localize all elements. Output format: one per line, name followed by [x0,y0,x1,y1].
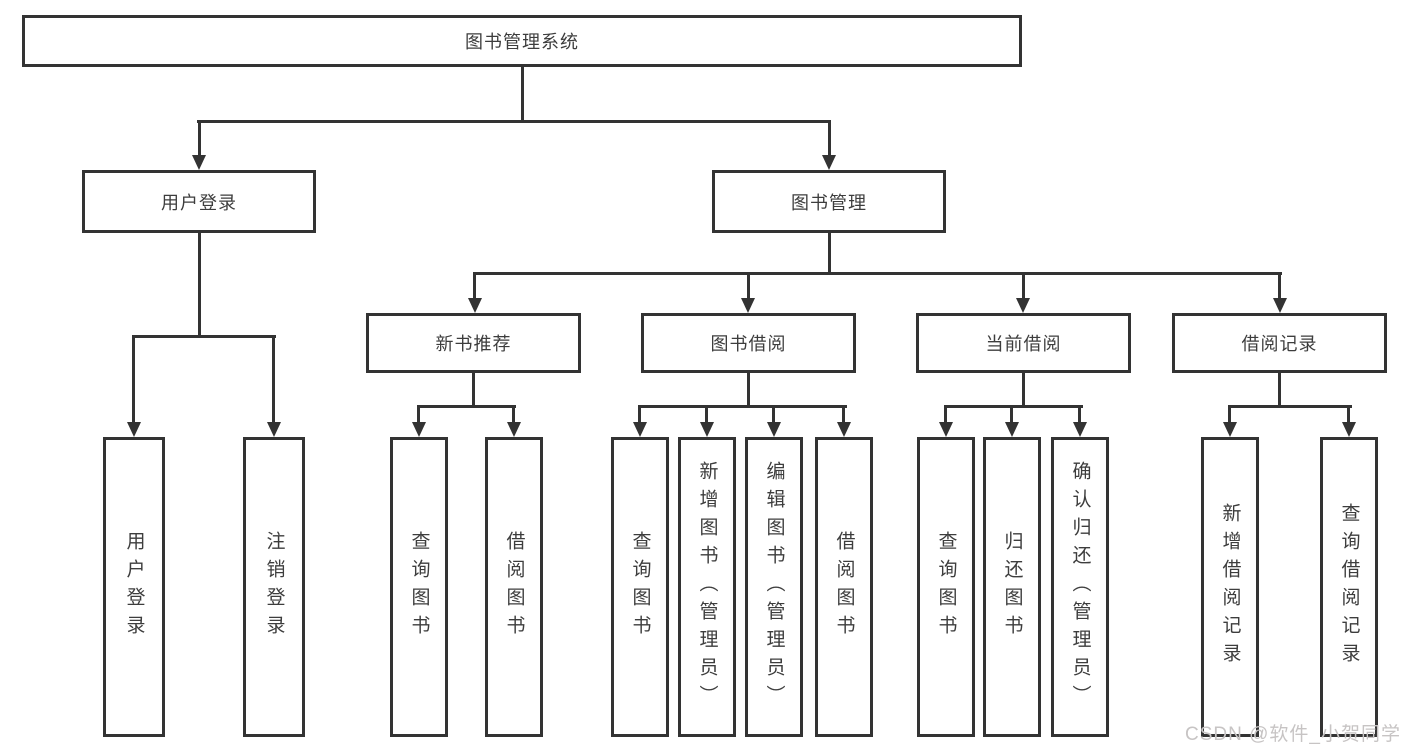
leaf-user-login: 用户登录 [103,437,165,737]
leaf-query-books-borrowing: 查询图书 [611,437,669,737]
node-user-login-label: 用户登录 [161,192,237,213]
leaf-query-books-current-label: 查询图书 [935,531,957,643]
connector-drop [1022,272,1025,302]
arrowhead-down-icon [267,422,281,437]
connector-bar [638,405,847,408]
arrowhead-down-icon [939,422,953,437]
arrowhead-down-icon [127,422,141,437]
arrowhead-down-icon [1223,422,1237,437]
leaf-user-login-label: 用户登录 [123,531,145,643]
arrowhead-down-icon [412,422,426,437]
connector-drop [747,272,750,302]
connector-bar [197,120,831,123]
leaf-return-books-label: 归还图书 [1001,531,1023,643]
connector-drop [272,335,275,423]
connector-stub [521,67,524,120]
connector-drop [1278,272,1281,302]
leaf-logout: 注销登录 [243,437,305,737]
leaf-edit-book-admin: 编辑图书（管理员） [745,437,803,737]
leaf-borrow-books-recommend: 借阅图书 [485,437,543,737]
connector-bar [1228,405,1352,408]
arrowhead-down-icon [1073,422,1087,437]
connector-drop [828,120,831,156]
node-book-management: 图书管理 [712,170,946,233]
connector-bar [944,405,1083,408]
node-new-book-recommendation: 新书推荐 [366,313,581,373]
arrowhead-down-icon [633,422,647,437]
leaf-return-books: 归还图书 [983,437,1041,737]
leaf-borrow-books-label: 借阅图书 [833,531,855,643]
arrowhead-down-icon [837,422,851,437]
leaf-logout-label: 注销登录 [263,531,285,643]
leaf-query-books-recommend: 查询图书 [390,437,448,737]
arrowhead-down-icon [767,422,781,437]
leaf-borrow-books-recommend-label: 借阅图书 [503,531,525,643]
node-borrowing-records-label: 借阅记录 [1241,334,1318,354]
connector-drop [772,405,775,424]
leaf-confirm-return-admin-label: 确认归还（管理员） [1069,461,1091,713]
node-user-login: 用户登录 [82,170,316,233]
node-borrowing-records: 借阅记录 [1172,313,1387,373]
leaf-query-borrow-record: 查询借阅记录 [1320,437,1378,737]
connector-drop [842,405,845,424]
watermark: CSDN @软件_小贺同学 [1185,724,1401,745]
node-book-management-label: 图书管理 [791,192,867,213]
leaf-add-book-admin-label: 新增图书（管理员） [696,461,718,713]
node-root: 图书管理系统 [22,15,1022,67]
leaf-add-borrow-record: 新增借阅记录 [1201,437,1259,737]
connector-drop [1347,405,1350,424]
connector-drop [705,405,708,424]
connector-stub [747,373,750,405]
connector-drop [417,405,420,424]
connector-stub [1278,373,1281,405]
leaf-query-books-current: 查询图书 [917,437,975,737]
node-new-book-recommendation-label: 新书推荐 [435,334,512,354]
connector-drop [198,120,201,156]
node-current-borrowing-label: 当前借阅 [985,334,1062,354]
leaf-confirm-return-admin: 确认归还（管理员） [1051,437,1109,737]
connector-bar [473,272,1282,275]
connector-drop [1010,405,1013,424]
node-root-label: 图书管理系统 [465,32,579,52]
connector-stub [472,373,475,405]
connector-stub [1022,373,1025,405]
connector-drop [1078,405,1081,424]
leaf-query-books-recommend-label: 查询图书 [408,531,430,643]
arrowhead-down-icon [1016,298,1030,313]
connector-stub [198,233,201,335]
node-current-borrowing: 当前借阅 [916,313,1131,373]
arrowhead-down-icon [1273,298,1287,313]
connector-drop [132,335,135,423]
arrowhead-down-icon [1342,422,1356,437]
connector-drop [944,405,947,424]
connector-stub [828,233,831,272]
node-book-borrowing: 图书借阅 [641,313,856,373]
node-book-borrowing-label: 图书借阅 [710,334,787,354]
arrowhead-down-icon [192,155,206,170]
connector-drop [638,405,641,424]
connector-bar [132,335,276,338]
leaf-add-borrow-record-label: 新增借阅记录 [1219,503,1241,671]
arrowhead-down-icon [507,422,521,437]
connector-drop [1228,405,1231,424]
connector-bar [417,405,516,408]
leaf-edit-book-admin-label: 编辑图书（管理员） [763,461,785,713]
leaf-query-borrow-record-label: 查询借阅记录 [1338,503,1360,671]
arrowhead-down-icon [468,298,482,313]
leaf-query-books-borrowing-label: 查询图书 [629,531,651,643]
connector-drop [512,405,515,424]
arrowhead-down-icon [822,155,836,170]
arrowhead-down-icon [1005,422,1019,437]
arrowhead-down-icon [700,422,714,437]
arrowhead-down-icon [741,298,755,313]
leaf-add-book-admin: 新增图书（管理员） [678,437,736,737]
leaf-borrow-books: 借阅图书 [815,437,873,737]
connector-drop [473,272,476,302]
